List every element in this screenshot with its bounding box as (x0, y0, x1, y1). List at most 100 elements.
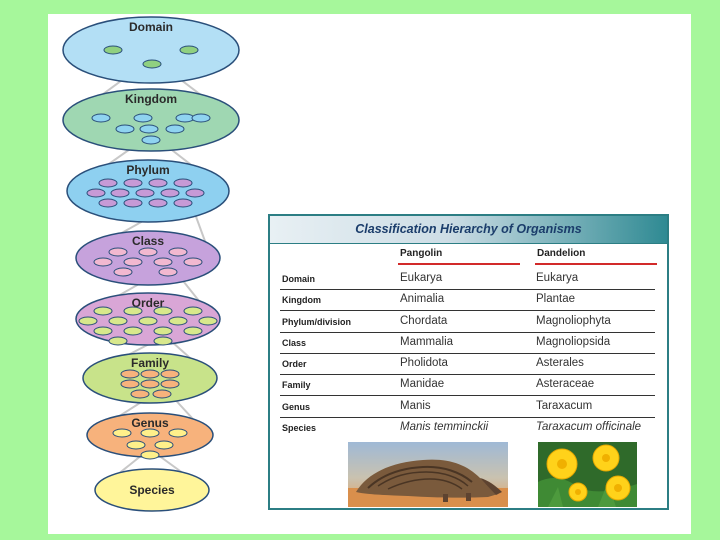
table-row-class: Class Mammalia Magnoliopsida (280, 332, 655, 354)
pangolin-value: Pholidota (400, 357, 448, 369)
subgroup-dot (198, 316, 218, 326)
subgroup-dot (168, 247, 188, 257)
subgroup-dot (140, 379, 160, 389)
table-row-family: Family Manidae Asteraceae (280, 374, 655, 396)
subgroup-dot (138, 316, 158, 326)
taxonomy-hierarchy-diagram: DomainKingdomPhylumClassOrderFamilyGenus… (62, 16, 240, 512)
level-label-domain: Domain (129, 20, 173, 34)
dandelion-value: Asterales (536, 357, 584, 369)
subgroup-dot (115, 124, 135, 134)
level-ellipse-species (94, 468, 210, 512)
subgroup-dot (98, 198, 118, 208)
subgroup-dot (123, 306, 143, 316)
subgroup-dot (148, 198, 168, 208)
subgroup-dot (93, 306, 113, 316)
dandelion-value: Taraxacum officinale (536, 421, 642, 433)
subgroup-dot (103, 45, 123, 55)
subgroup-dot (160, 379, 180, 389)
subgroup-dot (153, 306, 173, 316)
pangolin-value: Manidae (400, 378, 445, 390)
dandelion-photo (538, 442, 637, 507)
subgroup-dot (158, 267, 178, 277)
level-phylum: Phylum (66, 159, 230, 223)
subgroup-dot (173, 198, 193, 208)
dandelion-value: Asteraceae (536, 378, 595, 390)
subgroup-dot (108, 336, 128, 346)
dandelion-value: Magnoliophyta (536, 315, 611, 327)
subgroup-dot (123, 257, 143, 267)
dandelion-value: Plantae (536, 293, 576, 305)
subgroup-dot (139, 124, 159, 134)
level-label-genus: Genus (131, 416, 169, 430)
pangolin-value: Mammalia (400, 336, 454, 348)
pangolin-value: Manis (400, 400, 431, 412)
table-row-genus: Genus Manis Taraxacum (280, 396, 655, 418)
row-label: Kingdom (282, 295, 321, 305)
row-label: Order (282, 359, 307, 369)
subgroup-dot (183, 257, 203, 267)
dandelion-value: Taraxacum (536, 400, 593, 412)
pangolin-header-rule (398, 263, 520, 265)
subgroup-dot (148, 178, 168, 188)
subgroup-dot (154, 440, 174, 450)
subgroup-dot (86, 188, 106, 198)
subgroup-dot (120, 379, 140, 389)
subgroup-dot (113, 267, 133, 277)
row-label: Family (282, 380, 311, 390)
classification-table: Classification Hierarchy of Organisms Pa… (268, 214, 669, 510)
subgroup-dot (110, 188, 130, 198)
subgroup-dot (142, 59, 162, 69)
level-label-kingdom: Kingdom (125, 92, 177, 106)
level-label-species: Species (129, 483, 175, 497)
column-header-pangolin: Pangolin (400, 248, 443, 259)
subgroup-dot (123, 198, 143, 208)
subgroup-dot (130, 389, 150, 399)
subgroup-dot (123, 326, 143, 336)
level-species: Species (94, 468, 210, 512)
subgroup-dot (152, 389, 172, 399)
subgroup-dot (112, 428, 132, 438)
level-label-family: Family (131, 356, 169, 370)
subgroup-dot (168, 316, 188, 326)
subgroup-dot (108, 247, 128, 257)
column-header-dandelion: Dandelion (537, 248, 586, 259)
subgroup-dot (168, 428, 188, 438)
table-row-domain: Domain Eukarya Eukarya (280, 268, 655, 290)
level-label-phylum: Phylum (126, 163, 169, 177)
pangolin-value: Chordata (400, 315, 448, 327)
pangolin-value: Manis temminckii (400, 421, 489, 433)
subgroup-dot (183, 306, 203, 316)
subgroup-dot (191, 113, 211, 123)
subgroup-dot (108, 316, 128, 326)
table-row-species: Species Manis temminckii Taraxacum offic… (280, 417, 655, 438)
level-label-class: Class (132, 234, 164, 248)
subgroup-dot (140, 428, 160, 438)
row-label: Species (282, 423, 317, 433)
subgroup-dot (126, 440, 146, 450)
subgroup-dot (140, 450, 160, 460)
subgroup-dot (133, 113, 153, 123)
subgroup-dot (78, 316, 98, 326)
level-class: Class (75, 230, 221, 286)
subgroup-dot (175, 113, 195, 123)
subgroup-dot (140, 369, 160, 379)
subgroup-dot (183, 326, 203, 336)
subgroup-dot (93, 326, 113, 336)
subgroup-dot (138, 247, 158, 257)
row-label: Phylum/division (282, 317, 352, 327)
subgroup-dot (98, 178, 118, 188)
row-label: Domain (282, 274, 316, 284)
subgroup-dot (165, 124, 185, 134)
table-row-phylum: Phylum/division Chordata Magnoliophyta (280, 311, 655, 333)
level-family: Family (82, 352, 218, 404)
subgroup-dot (135, 188, 155, 198)
table-title: Classification Hierarchy of Organisms (270, 216, 667, 244)
subgroup-dot (153, 336, 173, 346)
table-row-order: Order Pholidota Asterales (280, 353, 655, 375)
table-row-kingdom: Kingdom Animalia Plantae (280, 289, 655, 311)
level-domain: Domain (62, 16, 240, 84)
subgroup-dot (160, 188, 180, 198)
dandelion-value: Magnoliopsida (536, 336, 611, 348)
pangolin-value: Animalia (400, 293, 445, 305)
